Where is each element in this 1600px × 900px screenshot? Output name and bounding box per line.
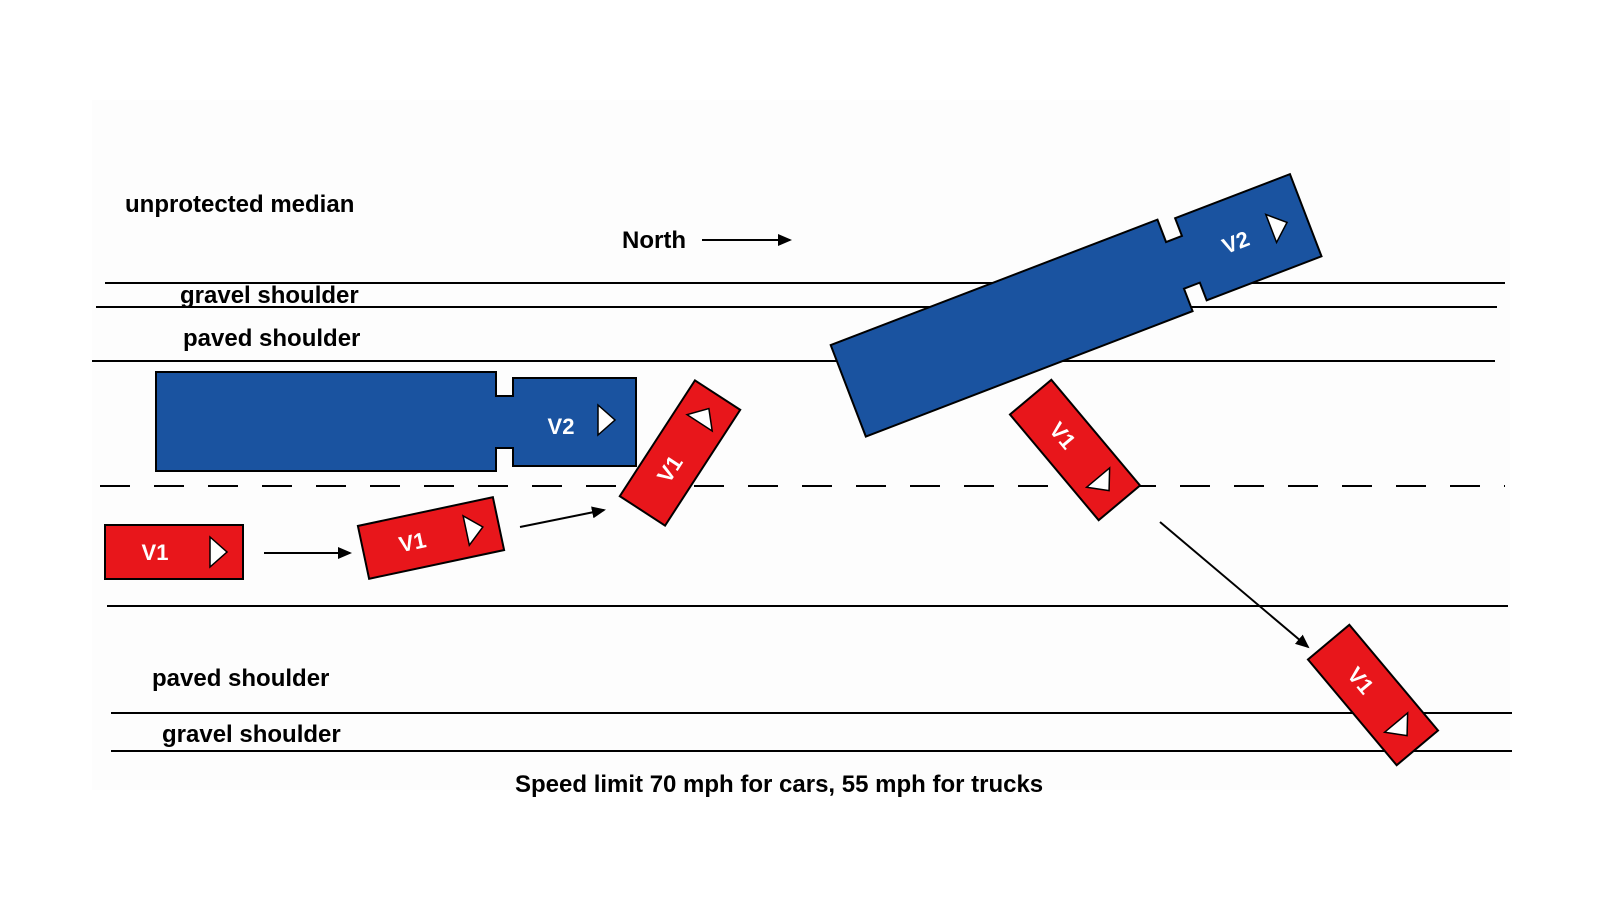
v1-label: V1 — [397, 527, 429, 557]
v1-label: V1 — [142, 540, 169, 565]
v2-truck-initial: V2 — [155, 371, 637, 472]
v1-car-position-2: V1 — [356, 496, 506, 580]
median-label: unprotected median — [125, 191, 354, 218]
v1-direction-arrow — [685, 407, 714, 433]
speed-limit-note: Speed limit 70 mph for cars, 55 mph for … — [515, 771, 1043, 798]
v1-path-arrow-2 — [519, 506, 606, 528]
v2-direction-arrow — [597, 403, 617, 437]
v1-car-position-5: V1 — [1306, 623, 1440, 767]
v2-truck-final: V2 — [829, 172, 1323, 438]
v2-truck-body-rotated — [829, 172, 1323, 438]
paved-shoulder-bottom-label: paved shoulder — [152, 665, 329, 692]
v1-direction-arrow — [209, 535, 229, 569]
v2-truck-body — [155, 371, 637, 472]
north-label: North — [622, 227, 686, 254]
v1-direction-arrow — [462, 514, 484, 547]
v2-direction-arrow-rotated — [1264, 213, 1289, 245]
v1-car-position-4: V1 — [1008, 378, 1142, 522]
v1-car-position-3: V1 — [618, 379, 742, 527]
gravel-shoulder-top-label: gravel shoulder — [180, 282, 359, 309]
gravel-shoulder-bottom-label: gravel shoulder — [162, 721, 341, 748]
v1-direction-arrow — [1084, 466, 1111, 492]
v1-path-arrow-3 — [1159, 521, 1310, 649]
v2-label: V2 — [548, 414, 575, 439]
paved-shoulder-top-label: paved shoulder — [183, 325, 360, 352]
v1-direction-arrow — [1382, 711, 1409, 737]
v1-car-position-1: V1 — [104, 524, 244, 580]
